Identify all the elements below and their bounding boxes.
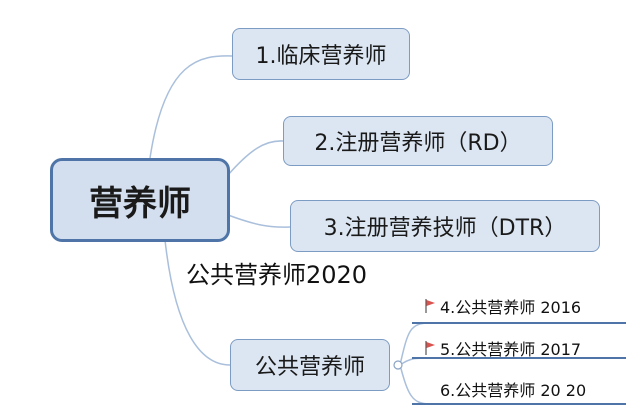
sub-item-1[interactable]: 4.公共营养师 2016 bbox=[425, 294, 581, 318]
flag-icon bbox=[425, 341, 436, 355]
connector-sub-3 bbox=[399, 364, 431, 405]
sub-item-label-3: 6.公共营养师 20 20 bbox=[440, 381, 587, 400]
branch-node-1[interactable]: 1.临床营养师 bbox=[232, 28, 410, 80]
sub-item-label-1: 4.公共营养师 2016 bbox=[440, 298, 582, 317]
branch-node-3[interactable]: 3.注册营养技师（DTR） bbox=[290, 200, 600, 252]
connector-root-branch-4 bbox=[164, 239, 231, 366]
branch-node-4[interactable]: 公共营养师 bbox=[230, 339, 390, 391]
branch-label-1: 1.临床营养师 bbox=[255, 44, 387, 69]
floating-label: 公共营养师2020 bbox=[186, 261, 368, 289]
collapse-toggle-icon bbox=[393, 360, 403, 370]
branch-label-4: 公共营养师 bbox=[254, 355, 365, 380]
connector-root-branch-1 bbox=[149, 55, 233, 159]
branch-node-2[interactable]: 2.注册营养师（RD） bbox=[283, 116, 553, 166]
flag-icon bbox=[425, 299, 436, 313]
root-node[interactable]: 营养师 bbox=[50, 158, 230, 242]
connector-root-branch-3 bbox=[227, 214, 291, 228]
sub-item-2[interactable]: 5.公共营养师 2017 bbox=[425, 336, 581, 360]
root-label: 营养师 bbox=[89, 183, 191, 224]
branch-label-3: 3.注册营养技师（DTR） bbox=[323, 216, 567, 241]
branch-label-2: 2.注册营养师（RD） bbox=[314, 131, 522, 156]
sub-item-label-2: 5.公共营养师 2017 bbox=[440, 340, 582, 359]
connector-root-branch-2 bbox=[227, 140, 284, 176]
sub-item-3[interactable]: 6.公共营养师 20 20 bbox=[440, 377, 586, 401]
